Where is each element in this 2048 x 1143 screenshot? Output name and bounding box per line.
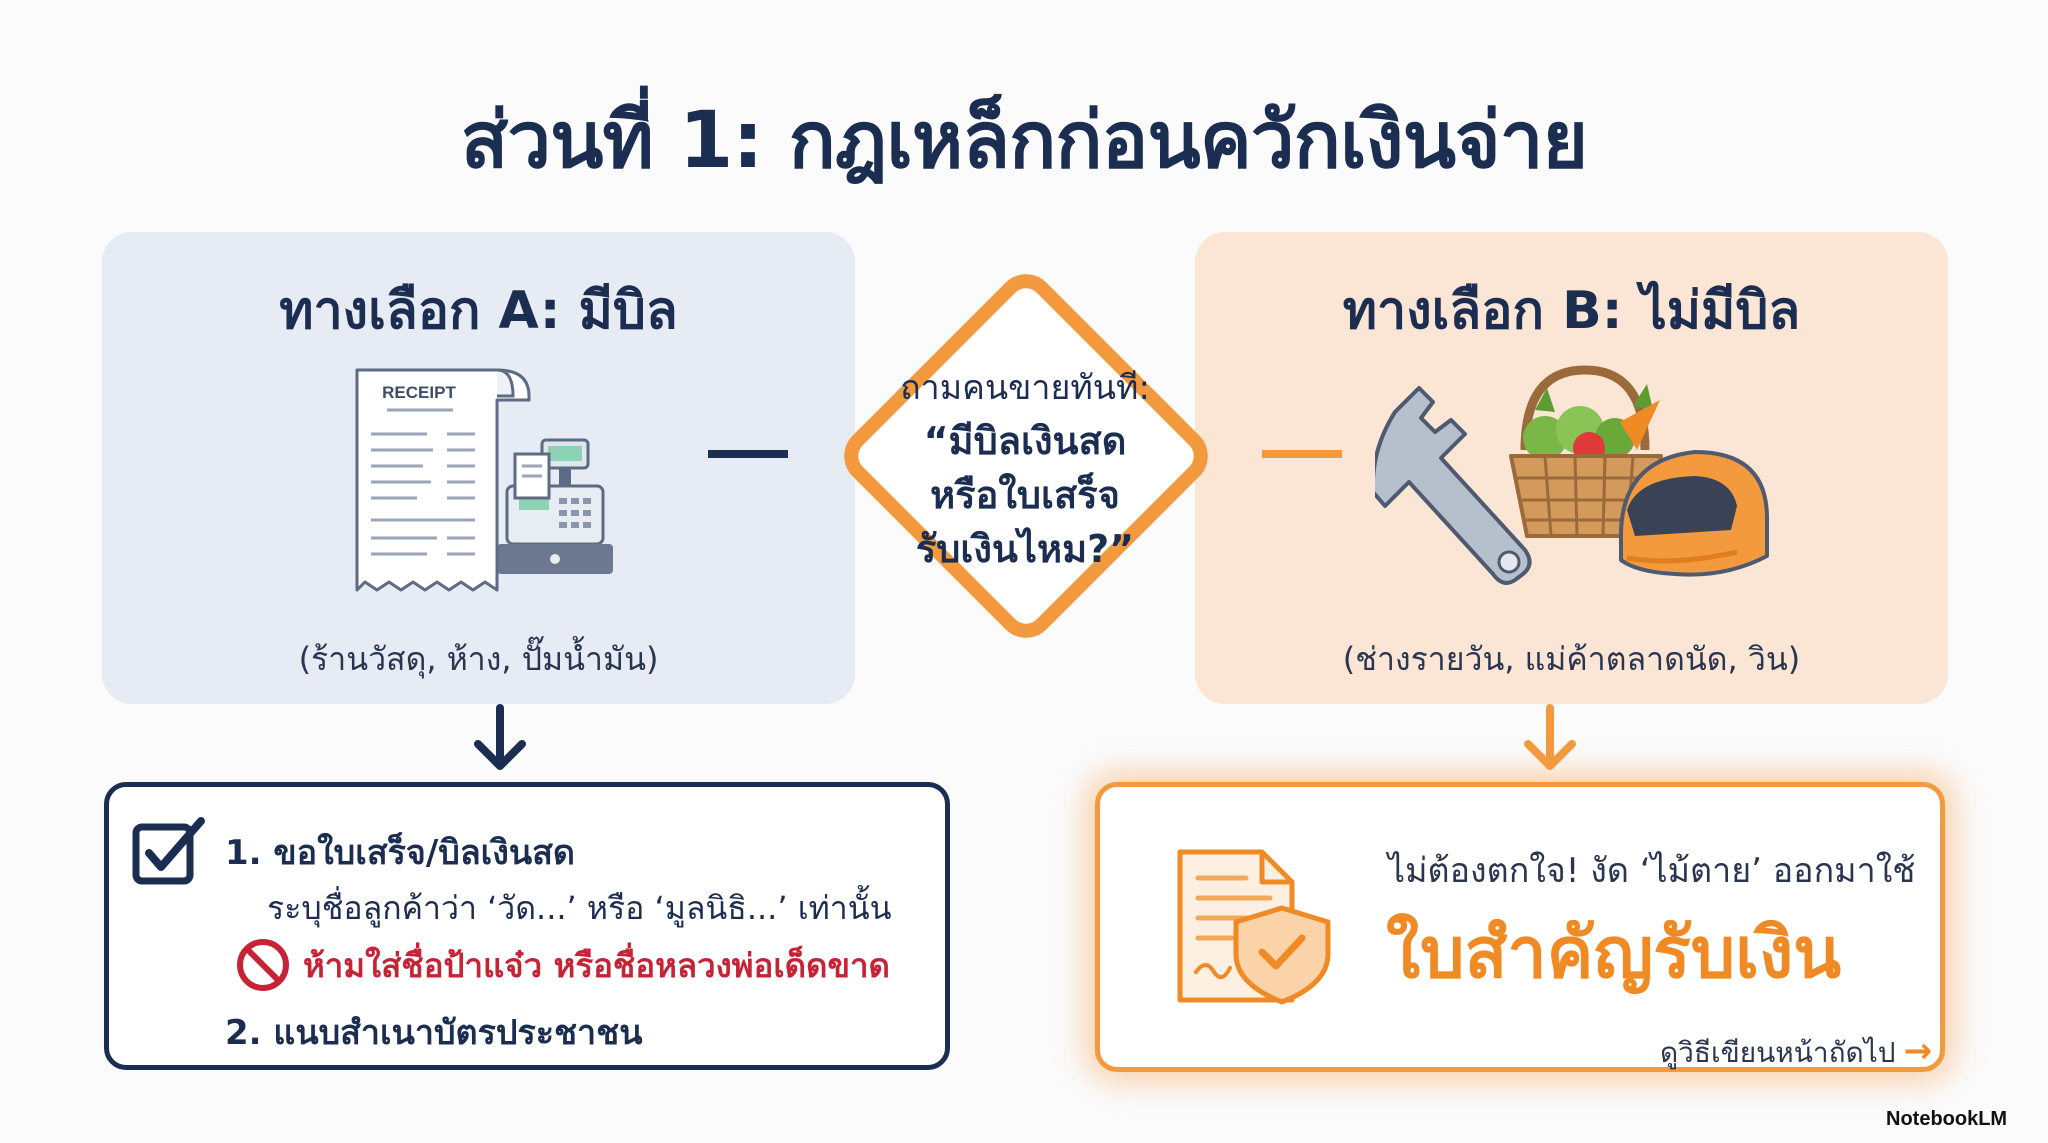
brand-logo: NotebookLM xyxy=(1886,1108,2008,1130)
result-b-subtitle: ไม่ต้องตกใจ! งัด ‘ไม้ตาย’ ออกมาใช้ xyxy=(1388,851,1916,891)
tools-illustration xyxy=(1375,365,1769,585)
ban-icon xyxy=(237,939,289,991)
arrow-down-icon xyxy=(474,704,526,770)
option-b-panel: ทางเลือก B: ไม่มีบิล xyxy=(1195,232,1948,704)
decision-question-line3: รับเงินไหม?” xyxy=(915,527,1135,571)
next-page-link[interactable]: ดูวิธีเขียนหน้าถัดไป→ xyxy=(1660,1031,1932,1075)
option-a-caption: (ร้านวัสดุ, ห้าง, ปั๊มน้ำมัน) xyxy=(298,640,659,678)
option-b-caption: (ช่างรายวัน, แม่ค้าตลาดนัด, วิน) xyxy=(1342,640,1801,678)
decision-diamond xyxy=(844,274,1208,638)
step2-title: 2. แนบสำเนาบัตรประชาชน xyxy=(225,1013,643,1053)
svg-text:RECEIPT: RECEIPT xyxy=(382,383,456,402)
checkbox-icon xyxy=(132,817,205,885)
next-page-link-text: ดูวิธีเขียนหน้าถัดไป xyxy=(1660,1036,1896,1069)
receipt-icon: RECEIPT xyxy=(355,368,613,592)
warning-text: ห้ามใส่ชื่อป้าแจ๋ว หรือชื่อหลวงพ่อเด็ดขา… xyxy=(303,946,890,985)
arrow-down-icon xyxy=(1524,704,1576,770)
result-b-box: ไม่ต้องตกใจ! งัด ‘ไม้ตาย’ ออกมาใช้ ใบสำค… xyxy=(1095,782,1945,1072)
connector-a xyxy=(708,450,788,458)
arrow-right-icon: → xyxy=(1903,1031,1933,1071)
decision-question: ถามคนขายทันที: “มีบิลเงินสด หรือใบเสร็จ … xyxy=(860,360,1190,576)
option-a-panel: ทางเลือก A: มีบิล RECEIPT xyxy=(102,232,855,704)
helmet-icon xyxy=(1618,450,1769,577)
document-shield-icon xyxy=(1177,849,1331,1005)
decision-question-line2: หรือใบเสร็จ xyxy=(930,473,1120,517)
connector-b xyxy=(1262,450,1342,458)
option-b-title: ทางเลือก B: ไม่มีบิล xyxy=(1342,281,1801,341)
decision-question-line1: “มีบิลเงินสด xyxy=(923,419,1127,463)
decision-prompt: ถามคนขายทันที: xyxy=(900,368,1150,408)
page-title: ส่วนที่ 1: กฎเหล็กก่อนควักเงินจ่าย xyxy=(460,96,1588,186)
result-b-headline: ใบสำคัญรับเงิน xyxy=(1386,912,1842,994)
cash-register-icon xyxy=(497,438,613,574)
option-a-title: ทางเลือก A: มีบิล xyxy=(279,281,678,341)
step1-title: 1. ขอใบเสร็จ/บิลเงินสด xyxy=(225,833,575,873)
wrench-icon xyxy=(1375,386,1532,585)
result-a-box: 1. ขอใบเสร็จ/บิลเงินสด ระบุชื่อลูกค้าว่า… xyxy=(104,782,950,1070)
step1-detail: ระบุชื่อลูกค้าว่า ‘วัด...’ หรือ ‘มูลนิธิ… xyxy=(267,889,892,927)
